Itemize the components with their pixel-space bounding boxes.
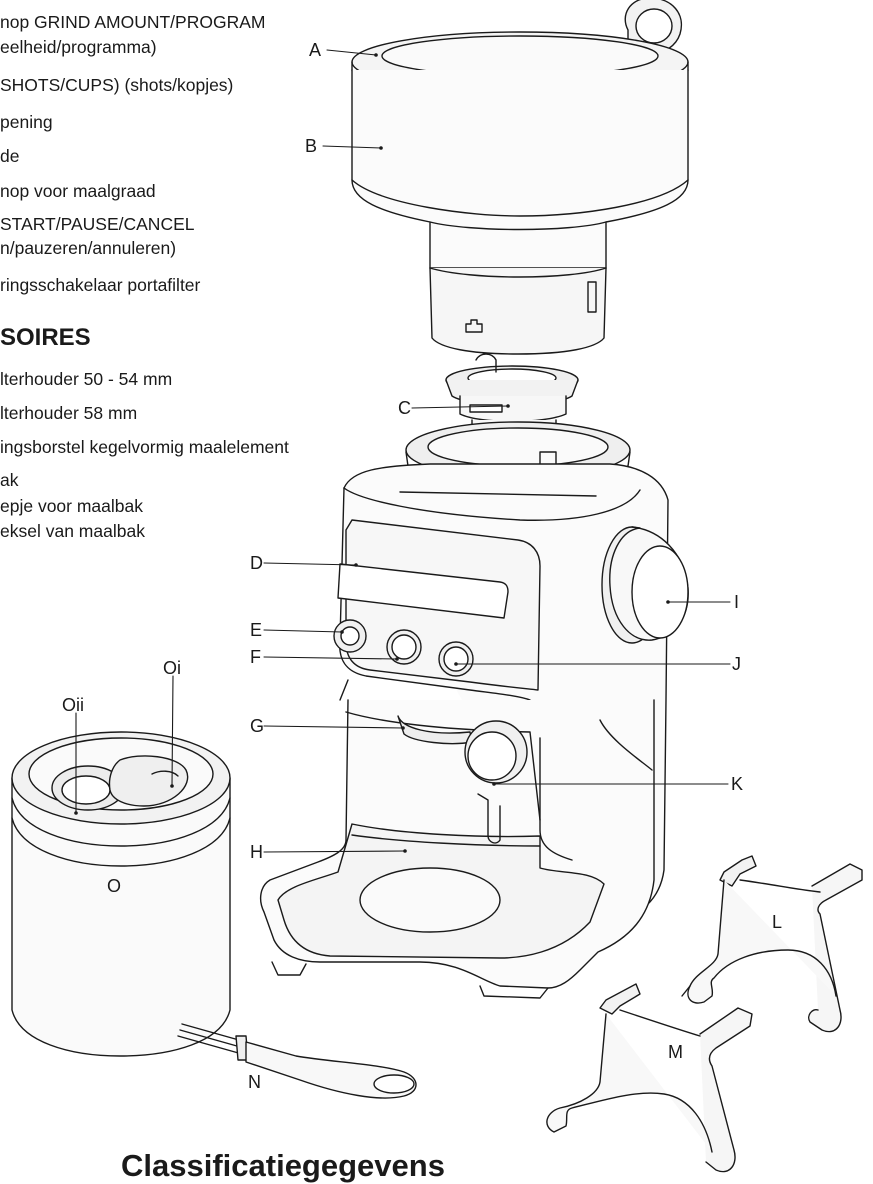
part-text-opening: pening bbox=[0, 112, 53, 132]
callout-oii: Oii bbox=[62, 695, 84, 715]
bean-hopper bbox=[352, 0, 688, 354]
callout-oi: Oi bbox=[163, 658, 181, 678]
accessory-text-container-lid-2: eksel van maalbak bbox=[0, 521, 145, 541]
accessory-text-holder-50-54: lterhouder 50 - 54 mm bbox=[0, 369, 173, 389]
part-text-portafilter-switch: ringsschakelaar portafilter bbox=[0, 275, 201, 295]
callout-h: H bbox=[250, 842, 263, 862]
container-lid-tab bbox=[109, 756, 187, 806]
callout-c: C bbox=[398, 398, 411, 418]
callout-o: O bbox=[107, 876, 122, 896]
callout-l: L bbox=[772, 912, 783, 932]
hopper-bowl bbox=[352, 70, 688, 268]
callout-b: B bbox=[305, 136, 318, 156]
hopper-neck bbox=[430, 268, 606, 354]
display-screen bbox=[338, 564, 508, 618]
grounds-container bbox=[12, 732, 230, 1056]
part-text-de: de bbox=[0, 146, 20, 166]
part-text-shots-cups: SHOTS/CUPS) (shots/kopjes) bbox=[0, 75, 234, 95]
part-text-grind-amount: nop GRIND AMOUNT/PROGRAM bbox=[0, 12, 266, 32]
accessory-text-container-lid-1: epje voor maalbak bbox=[0, 496, 143, 516]
part-text-start-pause: START/PAUSE/CANCEL bbox=[0, 214, 195, 234]
accessory-text-brush: ingsborstel kegelvormig maalelement bbox=[0, 437, 289, 457]
part-text-grind-amount-2: eelheid/programma) bbox=[0, 37, 157, 57]
callout-j: J bbox=[732, 654, 741, 674]
accessory-text-holder-58: lterhouder 58 mm bbox=[0, 403, 138, 423]
callout-n: N bbox=[248, 1072, 261, 1092]
accessory-text-container: ak bbox=[0, 470, 19, 490]
callout-k: K bbox=[731, 774, 744, 794]
callout-f: F bbox=[250, 647, 261, 667]
callout-a: A bbox=[309, 40, 322, 60]
grinder-body bbox=[261, 422, 689, 998]
callout-g: G bbox=[250, 716, 265, 736]
callout-e: E bbox=[250, 620, 263, 640]
accessories-heading: SOIRES bbox=[0, 324, 91, 351]
classification-heading: Classificatiegegevens bbox=[121, 1148, 445, 1183]
callout-m: M bbox=[668, 1042, 683, 1062]
leader-lines bbox=[76, 50, 730, 852]
part-text-start-pause-2: n/pauzeren/annuleren) bbox=[0, 238, 177, 258]
portafilter-holder-large bbox=[682, 856, 862, 1032]
callout-i: I bbox=[734, 592, 740, 612]
cleaning-brush bbox=[178, 1024, 416, 1098]
callout-d: D bbox=[250, 553, 263, 573]
portafilter-holder-small bbox=[547, 984, 752, 1172]
cradle-base bbox=[360, 868, 500, 932]
part-text-grind-knob: nop voor maalgraad bbox=[0, 181, 156, 201]
